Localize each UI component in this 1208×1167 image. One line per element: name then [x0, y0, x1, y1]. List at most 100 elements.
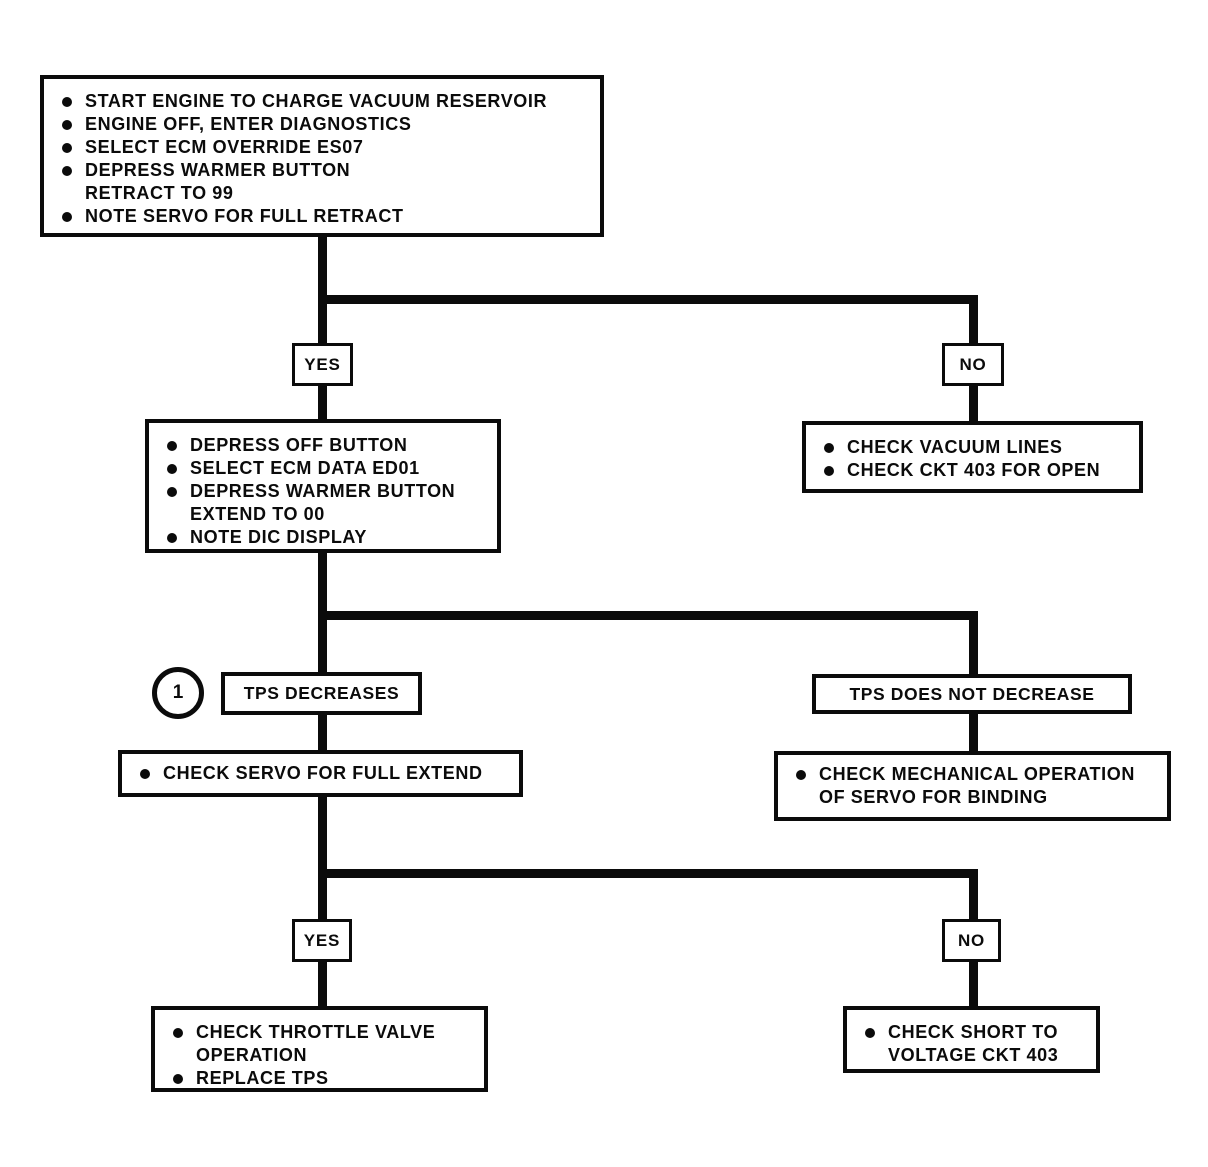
list-item: CHECK VACUUM LINES [824, 436, 1133, 459]
reference-marker-circle: 1 [152, 667, 204, 719]
bullet-list: DEPRESS OFF BUTTON SELECT ECM DATA ED01 … [149, 423, 497, 557]
list-item: DEPRESS WARMER BUTTON RETRACT TO 99 [62, 159, 594, 205]
bullet-icon [796, 770, 806, 780]
list-item: SELECT ECM OVERRIDE ES07 [62, 136, 594, 159]
result-label: TPS DOES NOT DECREASE [849, 683, 1095, 704]
bullet-icon [62, 120, 72, 130]
list-item: REPLACE TPS [173, 1067, 478, 1090]
connector-line [318, 960, 327, 1008]
list-item: SELECT ECM DATA ED01 [167, 457, 491, 480]
step-text: SELECT ECM DATA ED01 [190, 458, 420, 478]
result-label: TPS DECREASES [243, 683, 400, 703]
list-item: CHECK CKT 403 FOR OPEN [824, 459, 1133, 482]
step-line: VOLTAGE CKT 403 [888, 1045, 1059, 1065]
list-item: CHECK SHORT TO VOLTAGE CKT 403 [865, 1021, 1090, 1067]
list-item: NOTE DIC DISPLAY [167, 526, 491, 549]
step-text: CHECK CKT 403 FOR OPEN [847, 460, 1101, 480]
bullet-list: CHECK SHORT TO VOLTAGE CKT 403 [847, 1010, 1096, 1075]
connector-line [969, 960, 978, 1008]
branch1-yes-node: YES [292, 343, 353, 386]
bullet-icon [62, 143, 72, 153]
connector-line [318, 295, 978, 304]
bullet-icon [173, 1074, 183, 1084]
bullet-icon [167, 441, 177, 451]
step-line: OPERATION [196, 1045, 308, 1065]
no1-action-box: CHECK VACUUM LINES CHECK CKT 403 FOR OPE… [802, 421, 1143, 493]
step-line: DEPRESS WARMER BUTTON [85, 160, 351, 180]
step-text: DEPRESS WARMER BUTTON RETRACT TO 99 [85, 159, 350, 205]
start-procedure-box: START ENGINE TO CHARGE VACUUM RESERVOIR … [40, 75, 604, 237]
list-item: NOTE SERVO FOR FULL RETRACT [62, 205, 594, 228]
bullet-icon [140, 769, 150, 779]
bullet-list: START ENGINE TO CHARGE VACUUM RESERVOIR … [44, 79, 600, 236]
step-line: CHECK THROTTLE VALVE [196, 1022, 436, 1042]
step-line: CHECK MECHANICAL OPERATION [819, 764, 1135, 784]
bullet-icon [173, 1028, 183, 1038]
list-item: CHECK MECHANICAL OPERATION OF SERVO FOR … [796, 763, 1161, 809]
connector-line [318, 233, 327, 345]
connector-line [969, 712, 978, 753]
step-text: NOTE SERVO FOR FULL RETRACT [85, 206, 404, 226]
check-mechanical-operation-box: CHECK MECHANICAL OPERATION OF SERVO FOR … [774, 751, 1171, 821]
bullet-list: CHECK SERVO FOR FULL EXTEND [122, 754, 519, 793]
bullet-icon [824, 466, 834, 476]
step-text: DEPRESS WARMER BUTTON EXTEND TO 00 [190, 480, 455, 526]
step-line: RETRACT TO 99 [85, 183, 234, 203]
step-text: DEPRESS OFF BUTTON [190, 435, 408, 455]
step-text: START ENGINE TO CHARGE VACUUM RESERVOIR [85, 91, 548, 111]
connector-line [318, 611, 978, 620]
bullet-icon [865, 1028, 875, 1038]
step-text: CHECK THROTTLE VALVE OPERATION [196, 1021, 435, 1067]
step-line: CHECK SHORT TO [888, 1022, 1059, 1042]
yes2-action-box: CHECK THROTTLE VALVE OPERATION REPLACE T… [151, 1006, 488, 1092]
step-text: ENGINE OFF, ENTER DIAGNOSTICS [85, 114, 412, 134]
bullet-icon [62, 166, 72, 176]
yes-label: YES [304, 355, 341, 374]
branch2-no-node: NO [942, 919, 1001, 962]
step-text: REPLACE TPS [196, 1068, 329, 1088]
list-item: DEPRESS OFF BUTTON [167, 434, 491, 457]
yes-label: YES [303, 931, 341, 950]
no-label: NO [959, 355, 987, 374]
branch1-no-node: NO [942, 343, 1004, 386]
no-label: NO [957, 931, 986, 950]
list-item: ENGINE OFF, ENTER DIAGNOSTICS [62, 113, 594, 136]
bullet-icon [824, 443, 834, 453]
bullet-icon [167, 464, 177, 474]
step-text: CHECK MECHANICAL OPERATION OF SERVO FOR … [819, 763, 1135, 809]
connector-line [318, 869, 978, 878]
check-servo-extend-box: CHECK SERVO FOR FULL EXTEND [118, 750, 523, 797]
connector-line [969, 384, 978, 423]
no2-action-box: CHECK SHORT TO VOLTAGE CKT 403 [843, 1006, 1100, 1073]
connector-line [969, 611, 978, 676]
step-text: CHECK SHORT TO VOLTAGE CKT 403 [888, 1021, 1058, 1067]
list-item: CHECK SERVO FOR FULL EXTEND [140, 762, 513, 785]
connector-line [318, 384, 327, 421]
bullet-icon [62, 212, 72, 222]
bullet-list: CHECK MECHANICAL OPERATION OF SERVO FOR … [778, 755, 1167, 817]
connector-line [318, 713, 327, 752]
step-line: DEPRESS WARMER BUTTON [190, 481, 456, 501]
step-line: OF SERVO FOR BINDING [819, 787, 1048, 807]
step-text: CHECK SERVO FOR FULL EXTEND [163, 763, 483, 783]
connector-line [969, 295, 978, 345]
reference-marker-label: 1 [172, 682, 184, 703]
bullet-list: CHECK THROTTLE VALVE OPERATION REPLACE T… [155, 1010, 484, 1098]
branch2-yes-node: YES [292, 919, 352, 962]
step-text: CHECK VACUUM LINES [847, 437, 1063, 457]
list-item: DEPRESS WARMER BUTTON EXTEND TO 00 [167, 480, 491, 526]
connector-line [969, 869, 978, 921]
result-tps-decreases: TPS DECREASES [221, 672, 422, 715]
step-text: SELECT ECM OVERRIDE ES07 [85, 137, 364, 157]
yes1-action-box: DEPRESS OFF BUTTON SELECT ECM DATA ED01 … [145, 419, 501, 553]
step-line: EXTEND TO 00 [190, 504, 325, 524]
connector-line [318, 795, 327, 921]
list-item: START ENGINE TO CHARGE VACUUM RESERVOIR [62, 90, 594, 113]
bullet-list: CHECK VACUUM LINES CHECK CKT 403 FOR OPE… [806, 425, 1139, 490]
step-text: NOTE DIC DISPLAY [190, 527, 367, 547]
bullet-icon [167, 533, 177, 543]
bullet-icon [167, 487, 177, 497]
list-item: CHECK THROTTLE VALVE OPERATION [173, 1021, 478, 1067]
result-tps-does-not-decrease: TPS DOES NOT DECREASE [812, 674, 1132, 714]
